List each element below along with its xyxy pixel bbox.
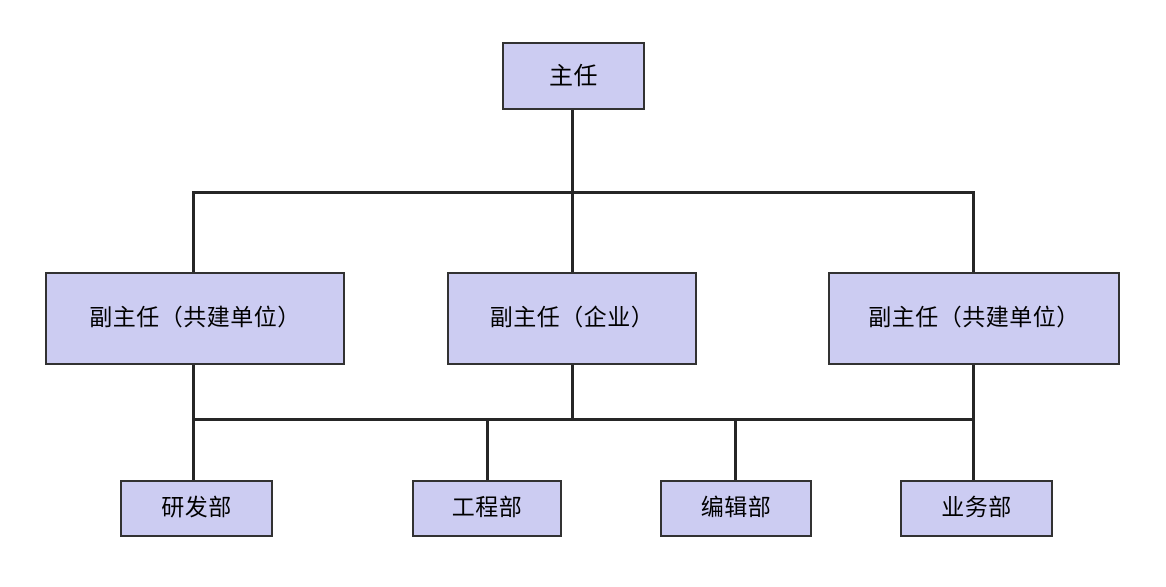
node-dept-rd[interactable]: 研发部	[120, 480, 273, 537]
node-deputy-enterprise[interactable]: 副主任（企业）	[447, 272, 697, 365]
connector-drop-deputy-middle	[571, 191, 574, 273]
connector-upper-bus	[192, 191, 975, 194]
node-director[interactable]: 主任	[502, 42, 645, 110]
node-dept-editorial[interactable]: 编辑部	[660, 480, 812, 537]
connector-director-stem	[571, 110, 574, 192]
connector-deputy-middle-stem	[571, 365, 574, 420]
node-dept-business[interactable]: 业务部	[900, 480, 1053, 537]
connector-drop-dept-editorial	[734, 418, 737, 481]
node-dept-engineering[interactable]: 工程部	[412, 480, 562, 537]
node-deputy-joint-right[interactable]: 副主任（共建单位）	[828, 272, 1120, 365]
connector-drop-deputy-left	[192, 191, 195, 273]
node-deputy-joint-left[interactable]: 副主任（共建单位）	[45, 272, 345, 365]
connector-lower-bus	[192, 418, 975, 421]
connector-drop-deputy-right	[972, 191, 975, 273]
connector-deputy-left-stem	[192, 365, 195, 481]
connector-deputy-right-stem	[972, 365, 975, 481]
connector-drop-dept-engineering	[486, 418, 489, 481]
